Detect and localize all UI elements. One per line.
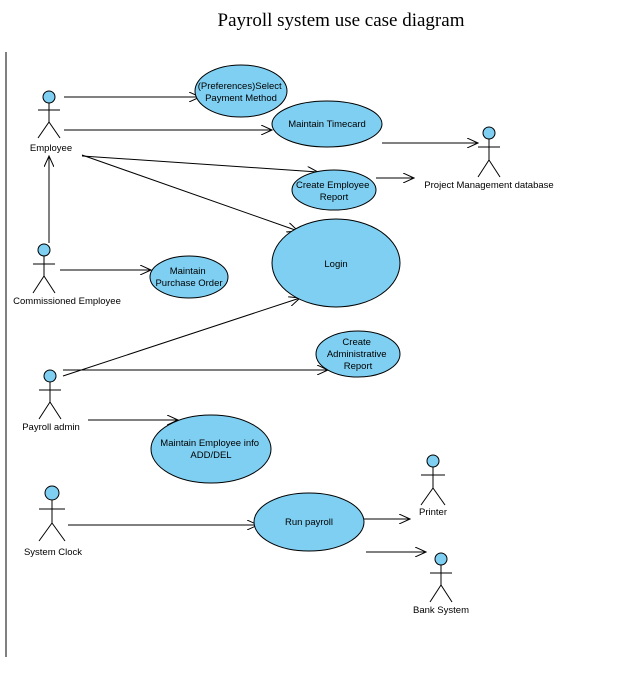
actor-leg-left bbox=[477, 159, 490, 178]
use-case-line: Maintain Employee info bbox=[160, 438, 259, 449]
edge-employee-login bbox=[81, 154, 298, 231]
use-case-line: Create Employee bbox=[296, 180, 369, 191]
svg-text:Create Employee Report: Create Employee Report bbox=[296, 180, 372, 203]
actor-payroll-admin bbox=[38, 369, 62, 420]
actor-leg-right bbox=[432, 487, 446, 506]
use-case-shape bbox=[315, 330, 401, 378]
connections bbox=[49, 97, 478, 552]
actor-head bbox=[44, 485, 60, 501]
use-case-admin-report: Create Administrative Report bbox=[315, 330, 401, 378]
use-case-shape bbox=[271, 218, 401, 308]
use-case-line: Maintain Timecard bbox=[288, 119, 366, 130]
use-case-line: Login bbox=[324, 259, 347, 270]
svg-text:Maintain Employee info A: Maintain Employee info ADD/DEL bbox=[160, 438, 261, 461]
svg-text:(Preferences)Select Paym: (Preferences)Select Payment Method bbox=[198, 81, 285, 104]
use-case-line: Administrative bbox=[327, 349, 387, 360]
actor-system-clock-label: System Clock bbox=[24, 547, 82, 558]
actor-employee bbox=[37, 90, 61, 139]
actor-leg-left bbox=[32, 275, 45, 294]
use-case-line: Report bbox=[344, 361, 373, 372]
actor-head bbox=[43, 369, 57, 383]
actor-bank-label: Bank System bbox=[413, 605, 469, 616]
actor-leg-right bbox=[51, 522, 66, 542]
use-case-line: Purchase Order bbox=[155, 278, 222, 289]
actor-head bbox=[434, 552, 448, 566]
actor-leg-right bbox=[48, 121, 61, 139]
actor-leg-right bbox=[49, 401, 62, 420]
actor-head bbox=[426, 454, 440, 468]
actor-bank bbox=[429, 552, 453, 603]
actor-payroll-admin-label: Payroll admin bbox=[22, 422, 80, 433]
svg-text:Login: Login bbox=[324, 259, 347, 270]
use-case-line: Run payroll bbox=[285, 517, 333, 528]
use-case-line: (Preferences)Select bbox=[198, 81, 282, 92]
actor-commissioned-label: Commissioned Employee bbox=[13, 296, 121, 307]
svg-text:Create Administrative: Create Administrative Report bbox=[327, 337, 389, 372]
use-case-line: Payment Method bbox=[205, 93, 277, 104]
actor-project-db-label: Project Management database bbox=[424, 180, 553, 191]
use-case-line: Report bbox=[320, 192, 349, 203]
use-case-line: ADD/DEL bbox=[190, 450, 231, 461]
use-case-shape bbox=[253, 492, 365, 552]
actor-leg-right bbox=[440, 584, 453, 603]
actor-head bbox=[37, 243, 51, 257]
edge-employee-employeereport bbox=[81, 155, 318, 172]
actor-leg-left bbox=[429, 584, 442, 603]
use-case-shape bbox=[150, 414, 272, 484]
use-case-run-payroll: Run payroll bbox=[253, 492, 365, 552]
use-case-shape bbox=[149, 255, 229, 299]
use-case-employee-report: Create Employee Report bbox=[291, 169, 377, 211]
use-case-preferences: (Preferences)Select Payment Method bbox=[194, 64, 288, 118]
use-case-shape bbox=[194, 64, 288, 118]
actor-project-db bbox=[477, 126, 501, 178]
actor-leg-left bbox=[420, 487, 434, 506]
actor-employee-label: Employee bbox=[30, 143, 72, 154]
actor-printer-label: Printer bbox=[419, 507, 447, 518]
actor-commissioned bbox=[32, 243, 56, 294]
use-case-employee-info: Maintain Employee info ADD/DEL bbox=[150, 414, 272, 484]
svg-text:Run payroll: Run payroll bbox=[285, 517, 333, 528]
use-case-timecard: Maintain Timecard bbox=[271, 100, 383, 148]
use-case-purchase-order: Maintain Purchase Order bbox=[149, 255, 229, 299]
use-case-login: Login bbox=[271, 218, 401, 308]
actor-printer bbox=[420, 454, 446, 506]
use-case-line: Maintain bbox=[170, 266, 206, 277]
actor-leg-left bbox=[37, 121, 50, 139]
actor-head bbox=[42, 90, 56, 104]
use-case-shape bbox=[271, 100, 383, 148]
actor-system-clock bbox=[38, 485, 66, 542]
use-case-line: Create bbox=[342, 337, 371, 348]
diagram-title: Payroll system use case diagram bbox=[217, 10, 465, 31]
svg-text:Maintain Timecard: Maintain Timecard bbox=[288, 119, 366, 130]
actor-leg-left bbox=[38, 522, 53, 542]
actor-leg-right bbox=[488, 159, 501, 178]
edge-admin-login bbox=[62, 298, 300, 377]
actor-leg-right bbox=[43, 275, 56, 294]
svg-text:Maintain Purchase Order: Maintain Purchase Order bbox=[155, 266, 222, 289]
actor-leg-left bbox=[38, 401, 51, 420]
use-case-shape bbox=[291, 169, 377, 211]
actor-head bbox=[482, 126, 496, 140]
